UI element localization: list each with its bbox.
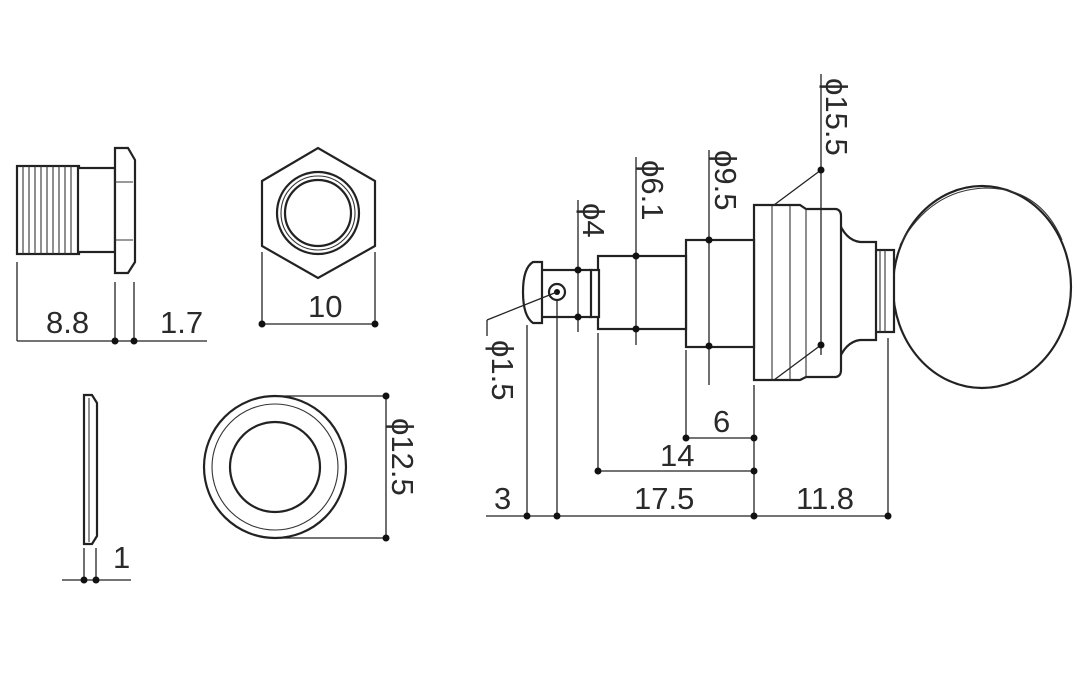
shaft-length-label: 14 [660,438,694,473]
bushing-length-label: 8.8 [46,305,89,340]
hex-width-label: 10 [308,289,342,324]
washer-thickness-label: 1 [113,540,130,575]
collar-length-label: 6 [713,404,730,439]
hole-diameter-label: ϕ1.5 [485,340,520,400]
housing-diameter-label: ϕ15.5 [819,78,854,156]
post-length-label: 17.5 [634,481,694,516]
button-length-label: 11.8 [796,481,854,516]
post-diameter-label: ϕ4 [576,203,611,238]
washer-front-view: ϕ12.5 [202,392,420,542]
washer-diameter-label: ϕ12.5 [385,418,420,496]
bushing-side-view: 8.8 1.7 [15,146,207,345]
bushing-flange-label: 1.7 [160,305,203,340]
tuning-peg-side-view: ϕ1.5 ϕ4 ϕ6.1 ϕ9.5 ϕ15.5 6 14 3 17.5 11.8 [485,74,1073,520]
tip-length-label: 3 [494,481,511,516]
hex-nut-front-view: 10 [258,146,379,328]
collar-diameter-label: ϕ9.5 [708,150,743,210]
peg-knob [891,184,1073,390]
thread-lines [22,166,72,254]
washer-side-view: 1 [62,393,131,584]
shaft-diameter-label: ϕ6.1 [635,160,670,220]
